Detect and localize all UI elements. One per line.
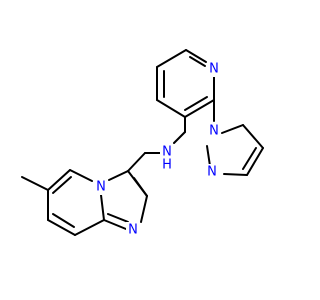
label-bg — [205, 164, 219, 180]
bond-c5-c4 — [242, 124, 264, 149]
atom-label-pyrazole-n1: N — [209, 124, 219, 139]
bond-c5-c6-double — [52, 176, 72, 194]
bond-c7-c8-double — [52, 213, 75, 228]
bond-c5-c6 — [47, 169, 71, 191]
bond-c6-n1-double — [189, 56, 206, 67]
bond-c2-n1 — [140, 195, 148, 223]
molecule-structure: N N N N H N N — [21, 49, 264, 238]
bond-c2-c3 — [184, 99, 215, 118]
imidazole-ring — [100, 170, 148, 230]
atom-label-imidazole-n: N — [128, 223, 138, 238]
bond-n1-c8a — [103, 219, 127, 230]
bond-c3-n4 — [108, 170, 129, 181]
label-bg — [207, 123, 221, 139]
bond-c2-c3-double — [184, 96, 208, 111]
bond-n1-c8a-double — [107, 213, 129, 223]
bond-c4-c3-double — [242, 147, 257, 170]
atom-labels: N N N N H N N — [94, 61, 221, 238]
label-bg — [126, 222, 140, 238]
atom-label-pyrazole-n2: N — [207, 165, 217, 180]
fused-pyridine-ring — [47, 169, 105, 236]
bond-c8a-n4 — [100, 194, 105, 221]
pyridine-ring — [156, 49, 215, 118]
bond-c3-n2 — [223, 173, 248, 176]
bond-c7-c8 — [47, 219, 76, 236]
atom-label-pyridine-n: N — [209, 62, 219, 77]
bond-c3a-nh — [173, 131, 186, 144]
bond-ch2-c3 — [127, 152, 146, 172]
bond-n4-c5 — [69, 169, 93, 182]
bond-npz-c5 — [221, 124, 244, 134]
bond-n2-n1 — [206, 145, 211, 167]
bond-c6-n1 — [185, 49, 207, 63]
bond-c5-c6 — [156, 49, 187, 68]
label-bg — [160, 144, 174, 172]
bond-c8-c8a — [74, 219, 105, 236]
pyrazole-ring — [206, 99, 264, 176]
bond-c3-c4 — [156, 99, 186, 118]
label-bg — [94, 179, 108, 195]
bond-c4-c3 — [246, 147, 264, 176]
atom-label-amine-n: N — [162, 145, 172, 160]
label-bg — [207, 61, 221, 77]
bond-methyl — [21, 176, 49, 191]
bond-c3-c2-double — [133, 177, 148, 197]
amine-linker — [127, 116, 186, 172]
atom-label-amine-h: H — [162, 158, 172, 173]
atom-label-bridgehead-n: N — [96, 180, 106, 195]
